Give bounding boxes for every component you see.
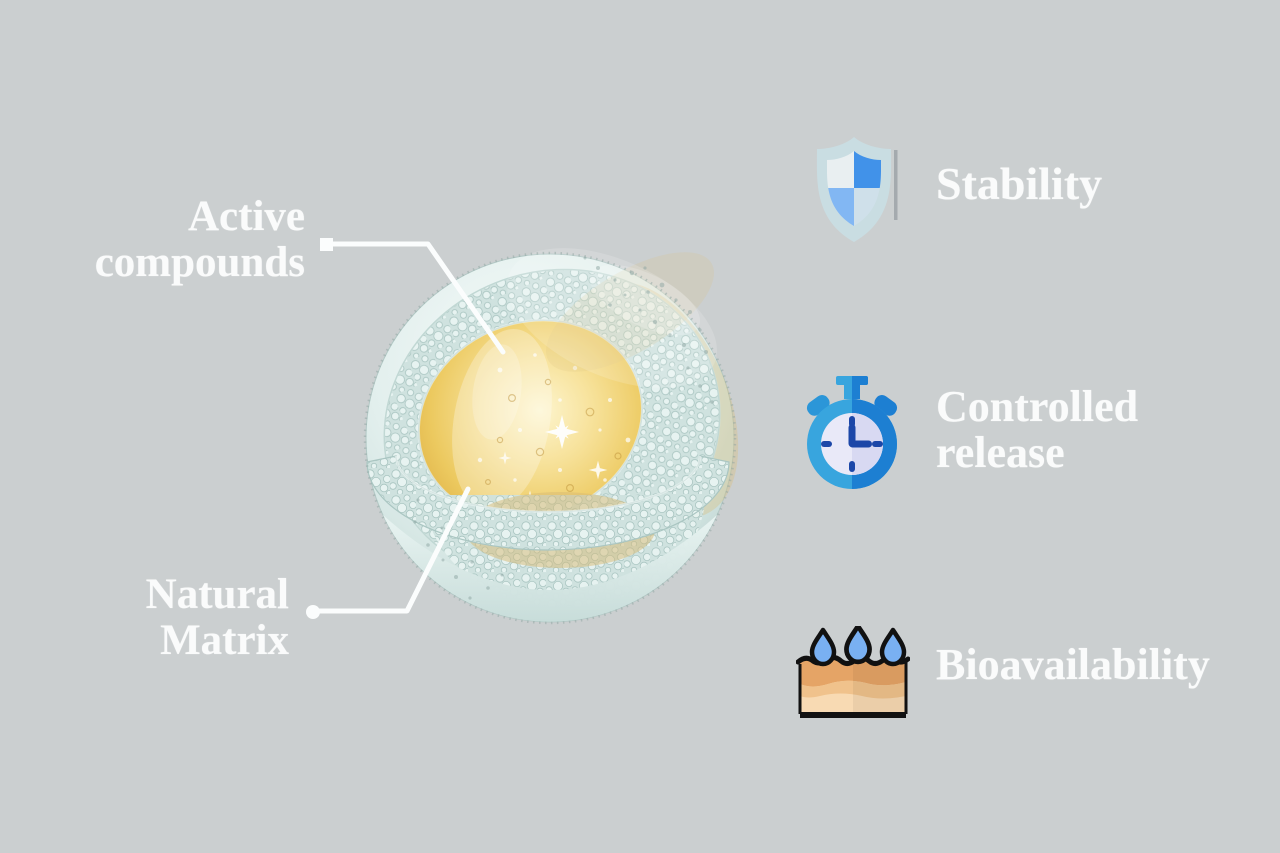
natural-matrix-line1: Natural (145, 571, 289, 618)
natural-matrix-line2: Matrix (160, 617, 289, 664)
controlled-release-line1: Controlled (936, 382, 1139, 431)
bioavailability-label: Bioavailability (936, 640, 1210, 689)
stippled-rim (363, 251, 737, 625)
gloss-highlight-small (589, 264, 701, 336)
leader-line-natural-matrix (306, 486, 471, 619)
active-compounds-label: Active compounds (95, 194, 305, 286)
active-compounds-line2: compounds (94, 239, 305, 286)
shield-icon (808, 134, 900, 246)
skin-absorption-icon (796, 626, 910, 720)
shell-bottom-rim (383, 515, 717, 622)
stability-label: Stability (936, 158, 1103, 209)
gloss-highlight (506, 248, 718, 388)
active-compounds-line1: Active (188, 193, 305, 240)
shell-speckles (413, 256, 714, 600)
droplets (809, 626, 907, 667)
core-glow-top (546, 252, 714, 372)
natural-matrix-label: Natural Matrix (146, 572, 289, 664)
stopwatch-icon (799, 374, 905, 494)
controlled-release-line2: release (936, 428, 1065, 477)
controlled-release-label: Controlled release (936, 384, 1138, 476)
leader-line-active-compounds (320, 238, 506, 355)
matrix-equator-band (366, 455, 730, 551)
